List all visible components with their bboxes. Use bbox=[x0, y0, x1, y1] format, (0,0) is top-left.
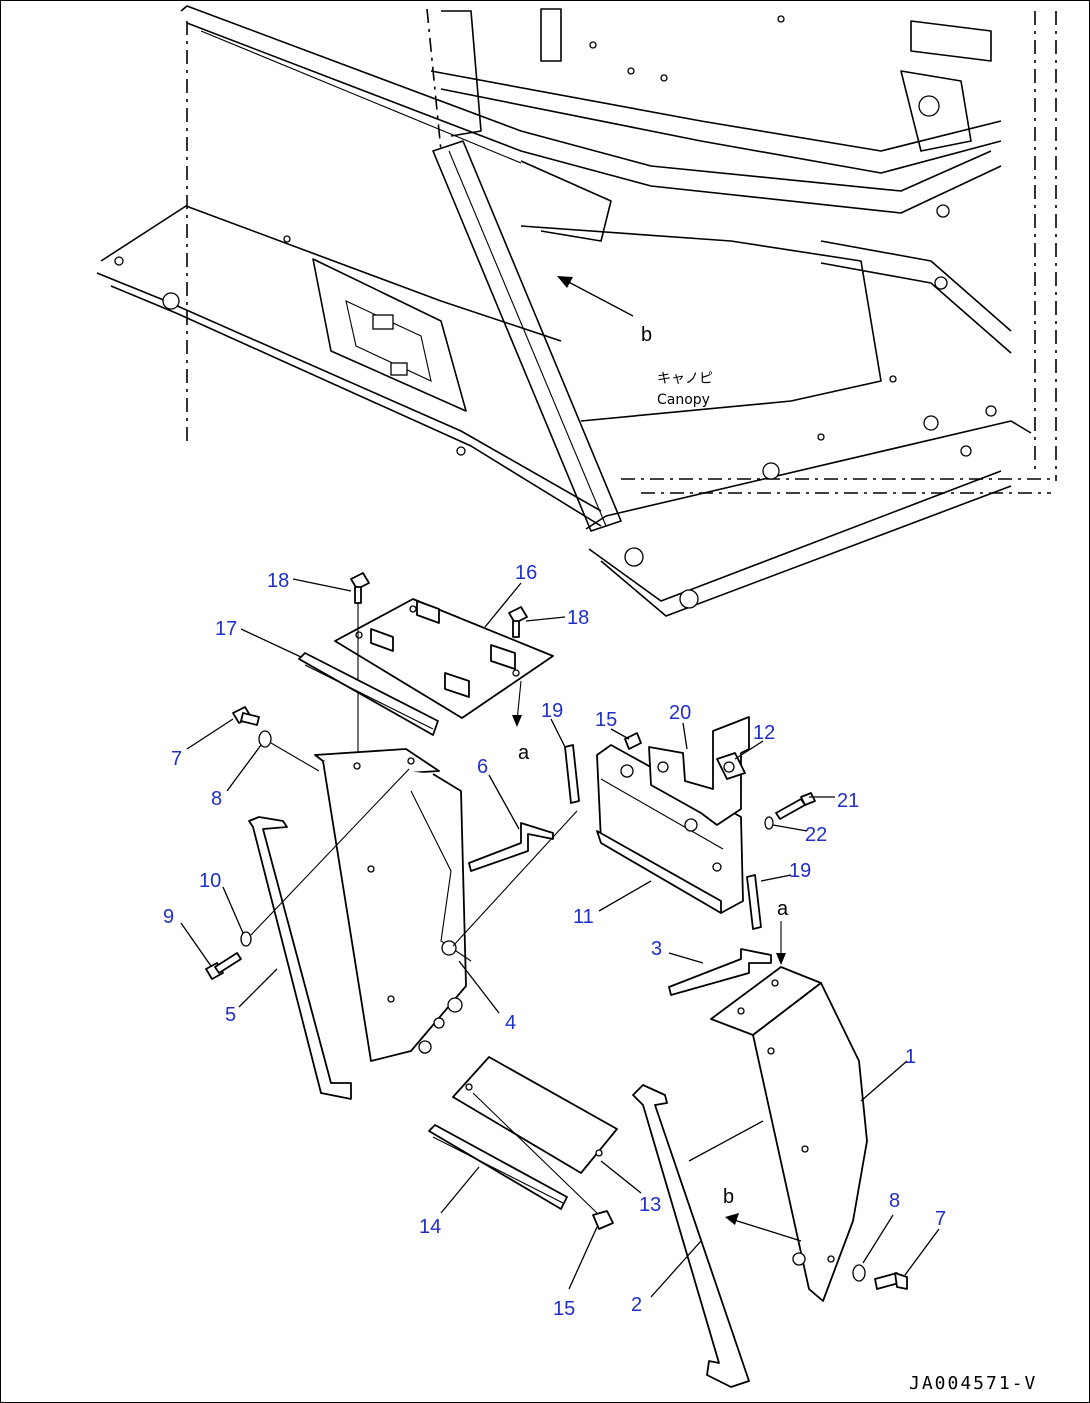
part-13-plate bbox=[452, 1056, 618, 1214]
callout-10: 10 bbox=[199, 870, 221, 892]
leader-lines bbox=[180, 578, 940, 1298]
part-16-top-plate bbox=[334, 598, 554, 727]
part-22-washer bbox=[764, 816, 774, 830]
callout-14: 14 bbox=[419, 1216, 441, 1238]
part-4-left-bracket bbox=[314, 748, 472, 1062]
callout-18-left: 18 bbox=[267, 570, 289, 592]
callout-5: 5 bbox=[225, 1004, 236, 1026]
part-15-screw-lower bbox=[592, 1210, 614, 1230]
part-3-angle bbox=[668, 948, 772, 996]
view-letter-a-top: a bbox=[518, 742, 530, 764]
part-5-strap bbox=[248, 816, 352, 1100]
part-19-pin-right bbox=[746, 874, 762, 930]
part-21-bolt bbox=[775, 792, 816, 820]
callout-18-right: 18 bbox=[567, 607, 589, 629]
part-1-right-bracket bbox=[710, 966, 868, 1302]
callout-2: 2 bbox=[631, 1294, 642, 1316]
part-18-bolt-left bbox=[350, 572, 370, 761]
callout-4: 4 bbox=[505, 1012, 516, 1034]
callout-8-right: 8 bbox=[889, 1190, 900, 1212]
callout-15-lower: 15 bbox=[553, 1298, 575, 1320]
part-15-screw-upper bbox=[624, 732, 642, 750]
part-9-bolt bbox=[205, 952, 242, 980]
callout-21: 21 bbox=[837, 790, 859, 812]
part-8-washer-right bbox=[852, 1264, 866, 1282]
view-letter-a-right: a bbox=[777, 898, 789, 920]
callout-7-right: 7 bbox=[935, 1208, 946, 1230]
part-18-bolt-right bbox=[508, 606, 528, 638]
callout-19-left: 19 bbox=[541, 700, 563, 722]
callout-13: 13 bbox=[639, 1194, 661, 1216]
callout-1: 1 bbox=[905, 1046, 916, 1068]
callout-9: 9 bbox=[163, 906, 174, 928]
part-7-bolt-right bbox=[874, 1272, 908, 1290]
part-10-washer bbox=[240, 931, 252, 947]
part-8-washer-left bbox=[258, 730, 272, 748]
callout-19-right: 19 bbox=[789, 860, 811, 882]
canopy-frame bbox=[96, 5, 1057, 617]
callout-3: 3 bbox=[651, 938, 662, 960]
part-17-strip bbox=[298, 652, 439, 736]
callout-20: 20 bbox=[669, 702, 691, 724]
callout-6: 6 bbox=[477, 756, 488, 778]
part-20-box bbox=[648, 716, 750, 826]
callout-numbers: 18 16 18 17 19 15 20 12 7 6 8 21 22 19 1… bbox=[163, 562, 946, 1320]
callout-16: 16 bbox=[515, 562, 537, 584]
view-arrow-b-top bbox=[557, 276, 634, 317]
part-14-strip bbox=[428, 1124, 568, 1210]
part-12-rubber-mount bbox=[716, 752, 746, 780]
part-11-bracket bbox=[596, 744, 744, 914]
callout-17: 17 bbox=[215, 618, 237, 640]
part-19-pin-left bbox=[564, 744, 580, 804]
canopy-label-jp: キャノピ bbox=[657, 371, 713, 387]
part-7-bolt-left bbox=[232, 706, 260, 726]
callout-12: 12 bbox=[753, 722, 775, 744]
part-6-angle bbox=[468, 822, 554, 872]
callout-11: 11 bbox=[573, 906, 594, 928]
part-2-strap bbox=[632, 1084, 750, 1388]
canopy-label-en: Canopy bbox=[657, 392, 710, 408]
view-letter-b-bottom: b bbox=[723, 1186, 734, 1208]
callout-22: 22 bbox=[805, 824, 827, 846]
callout-7-left: 7 bbox=[171, 748, 182, 770]
callout-8-left: 8 bbox=[211, 788, 222, 810]
drawing-reference: JA004571-V bbox=[909, 1373, 1037, 1394]
view-letter-b-top: b bbox=[641, 324, 652, 346]
callout-15-upper: 15 bbox=[595, 709, 617, 731]
